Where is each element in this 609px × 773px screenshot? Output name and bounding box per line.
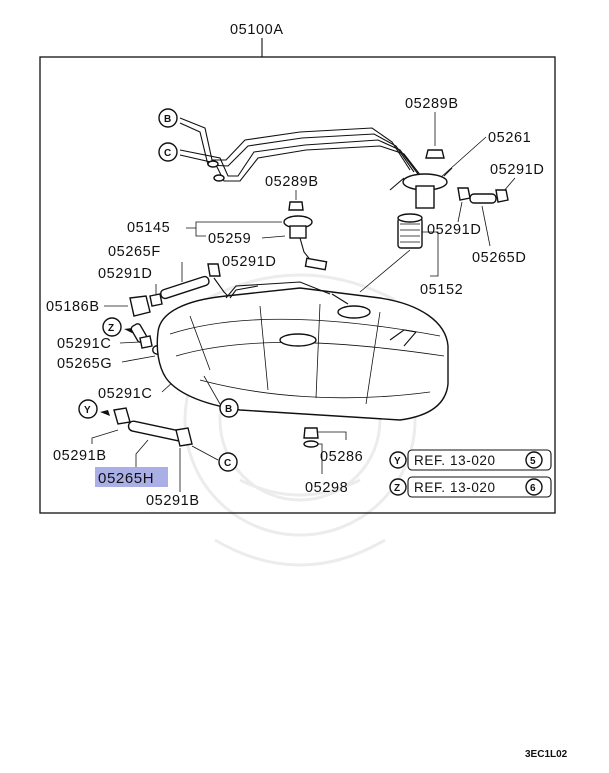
callout-c-bottom: C (218, 452, 238, 472)
label-05259: 05259 (208, 231, 251, 247)
label-05145: 05145 (127, 220, 170, 236)
callout-z: Z (102, 317, 122, 337)
callout-b-tank: B (219, 398, 239, 418)
fuel-tank (156, 281, 449, 421)
svg-text:C: C (224, 458, 231, 469)
label-05265F: 05265F (108, 244, 161, 260)
callout-y: Y (78, 399, 98, 419)
label-05291B-left: 05291B (53, 448, 107, 464)
svg-text:B: B (225, 404, 232, 415)
nut-05289B-mid (288, 201, 304, 211)
valve-05186B (129, 295, 151, 317)
label-05289B-top: 05289B (405, 96, 459, 112)
clip-05291D-mid (207, 263, 221, 277)
svg-text:Y: Y (84, 405, 91, 416)
clip-05291C-top (139, 335, 153, 349)
figure-code: 3EC1L02 (525, 749, 568, 760)
label-05152: 05152 (420, 282, 463, 298)
svg-text:B: B (164, 114, 171, 125)
fuel-gauge-unit-05259 (283, 215, 328, 271)
label-05286: 05286 (320, 449, 363, 465)
svg-text:6: 6 (530, 483, 536, 494)
hose-05265F (160, 275, 210, 300)
clip-05291B-bottom (175, 427, 193, 447)
svg-text:C: C (164, 148, 171, 159)
svg-text:REF. 13-020: REF. 13-020 (414, 453, 496, 468)
arrow-y (100, 410, 110, 416)
label-05265G: 05265G (57, 356, 112, 372)
label-05265D: 05265D (472, 250, 526, 266)
hose-05265D (469, 193, 497, 204)
label-05261: 05261 (488, 130, 531, 146)
label-05291C-bottom: 05291C (98, 386, 152, 402)
highlight-05265H (95, 467, 168, 487)
callout-b-top: B (158, 108, 178, 128)
label-05291C-top: 05291C (57, 336, 111, 352)
gasket-05298 (303, 440, 319, 448)
clip-05291D-midright (457, 187, 471, 201)
label-05291D-right: 05291D (490, 162, 544, 178)
clip-05291D-right (495, 189, 509, 203)
label-05265H: 05265H (98, 470, 154, 487)
label-05186B: 05186B (46, 299, 100, 315)
assembly-label: 05100A (230, 22, 284, 38)
diagram-frame (39, 56, 556, 514)
nut-05289B-top (425, 149, 445, 159)
clip-05291D-left (149, 293, 163, 307)
label-05298: 05298 (305, 480, 348, 496)
label-05291B-bottom: 05291B (146, 493, 200, 509)
reference-y: Y REF. 13-020 5 (389, 449, 552, 471)
clip-05291B-left (113, 407, 131, 425)
drain-plug-05286 (303, 427, 319, 439)
svg-text:Z: Z (108, 323, 114, 334)
reference-z: Z REF. 13-020 6 (389, 476, 552, 498)
label-05291D-midright: 05291D (427, 222, 481, 238)
label-05289B-mid: 05289B (265, 174, 319, 190)
svg-text:5: 5 (530, 456, 536, 467)
svg-text:Z: Z (394, 483, 400, 494)
fuel-filter-05152 (397, 213, 423, 249)
svg-text:REF. 13-020: REF. 13-020 (414, 480, 496, 495)
callout-c-top: C (158, 142, 178, 162)
fuel-pump-05261 (389, 167, 453, 209)
label-05291D-left: 05291D (98, 266, 152, 282)
fuel-lines (179, 117, 422, 182)
label-05291D-mid: 05291D (222, 254, 276, 270)
svg-text:Y: Y (394, 456, 401, 467)
